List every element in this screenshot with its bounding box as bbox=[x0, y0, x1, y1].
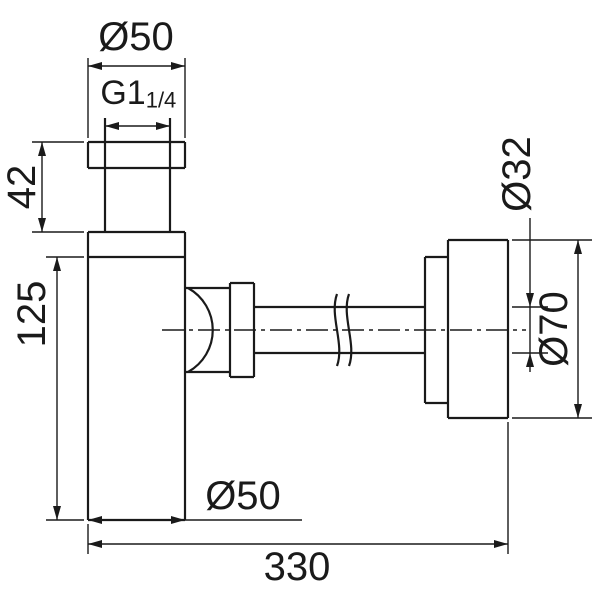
dimension-labels: Ø50 G1 1/4 42 125 Ø32 Ø70 Ø50 330 bbox=[0, 15, 576, 589]
dim-label-upper-height: 42 bbox=[0, 165, 44, 210]
dim-label-flange-diameter: Ø70 bbox=[532, 291, 576, 367]
dim-label-thread-fraction: 1/4 bbox=[146, 88, 177, 113]
dim-label-top-diameter: Ø50 bbox=[98, 15, 174, 59]
dim-label-body-height: 125 bbox=[10, 281, 54, 348]
dimension-arrows bbox=[38, 62, 582, 548]
dim-label-body-diameter: Ø50 bbox=[205, 474, 281, 518]
object-outline bbox=[86, 118, 510, 522]
dimension-lines bbox=[32, 58, 592, 554]
dim-label-pipe-diameter: Ø32 bbox=[495, 136, 539, 212]
dim-label-overall-length: 330 bbox=[264, 545, 331, 589]
dim-label-thread-size: G1 bbox=[100, 74, 145, 112]
